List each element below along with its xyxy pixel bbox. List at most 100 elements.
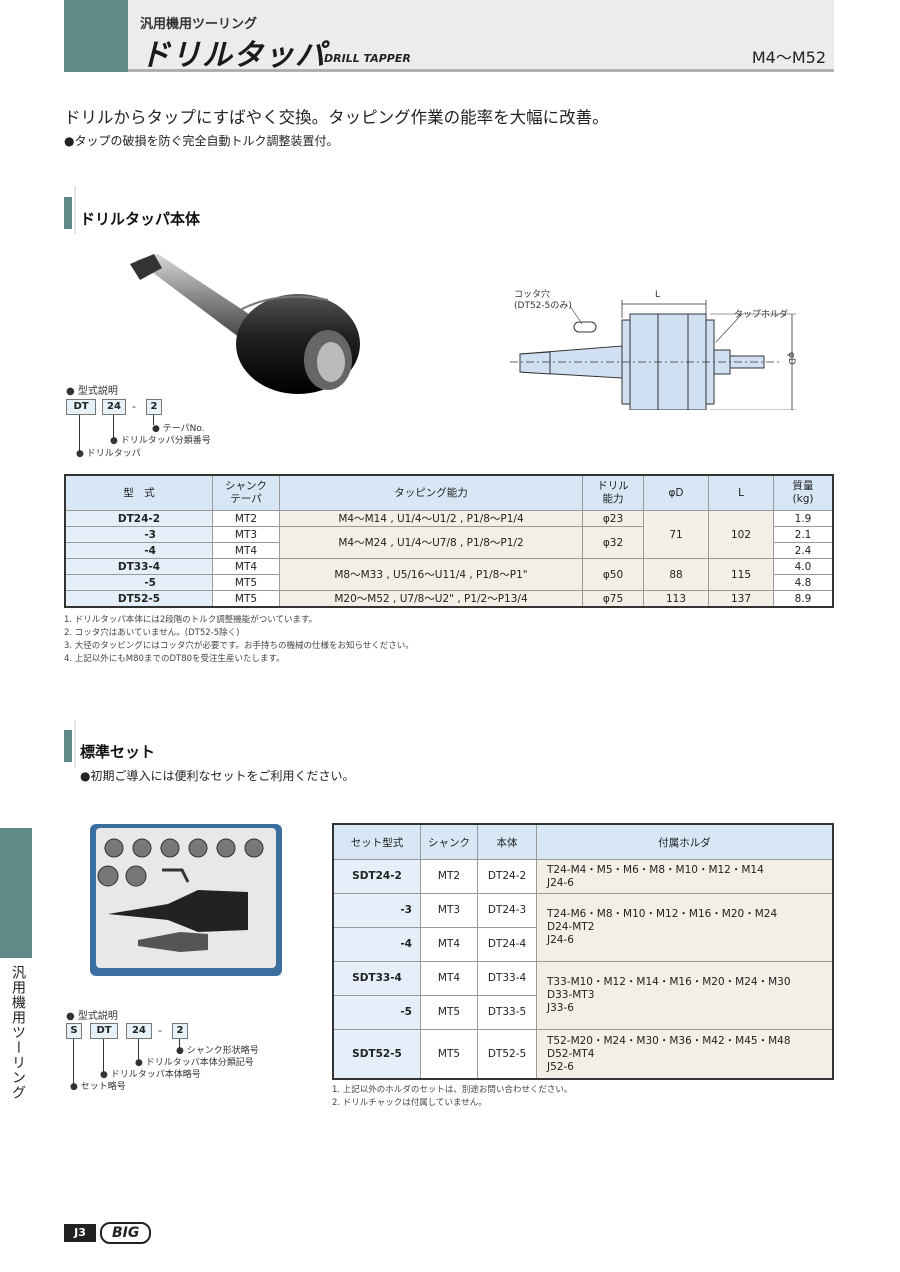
holder-cell: T24-M4・M5・M6・M8・M10・M12・M14 J24-6: [536, 859, 834, 894]
shank-cell: MT4: [420, 927, 478, 962]
mass-cell: 2.1: [773, 526, 834, 543]
section-title-set: 標準セット: [80, 743, 156, 761]
set-model-cell: SDT33-4: [332, 961, 421, 996]
code-part-2: 2: [172, 1023, 188, 1039]
code-part-dt: DT: [66, 399, 96, 415]
code-leader: [79, 415, 80, 453]
holder-cell: T33-M10・M12・M14・M16・M20・M24・M30 D33-MT3 …: [536, 961, 834, 1030]
section-subtitle: ●初期ご導入には便利なセットをご利用ください。: [80, 769, 355, 783]
body-cell: DT52-5: [477, 1029, 537, 1080]
side-tab: [0, 828, 32, 958]
section-title-body: ドリルタッパ本体: [80, 210, 201, 228]
code-part-s: S: [66, 1023, 82, 1039]
drill-cell: φ75: [582, 590, 644, 608]
code-part-24: 24: [126, 1023, 152, 1039]
shank-cell: MT4: [212, 558, 280, 575]
drill-cell: φ23: [582, 510, 644, 527]
code-leader: [103, 1039, 104, 1073]
code-label-taper: ● テーパNo.: [152, 424, 205, 434]
mass-cell: 4.0: [773, 558, 834, 575]
holder-cell: T24-M6・M8・M10・M12・M16・M20・M24 D24-MT2 J2…: [536, 893, 834, 962]
mass-cell: 2.4: [773, 542, 834, 559]
col-header: 本体: [477, 823, 537, 860]
table-row: -3 MT3 DT24-3 T24-M6・M8・M10・M12・M16・M20・…: [332, 893, 834, 962]
model-cell: -3: [64, 526, 213, 543]
code-dash: -: [158, 1024, 162, 1037]
diagram-L-label: L: [655, 290, 661, 300]
phiD-cell: 88: [643, 558, 709, 591]
tapping-cell: M20～M52 , U7/8～U2" , P1/2～P13/4: [279, 590, 583, 608]
shank-cell: MT5: [420, 1029, 478, 1080]
page-title: ドリルタッパ: [140, 38, 326, 73]
diagram-holder-label: タップホルダ: [734, 310, 789, 320]
drill-cell: φ50: [582, 558, 644, 591]
header-band: [64, 0, 834, 72]
code-leader: [73, 1039, 74, 1085]
shank-cell: MT3: [420, 893, 478, 928]
body-cell: DT33-4: [477, 961, 537, 996]
col-header: タッピング能力: [279, 474, 583, 511]
body-cell: DT24-3: [477, 893, 537, 928]
brand-logo: BIG: [100, 1222, 152, 1244]
tapping-cell: M4～M24 , U1/4～U7/8 , P1/8～P1/2: [279, 526, 583, 559]
category-label: 汎用機用ツーリング: [140, 17, 258, 32]
note: 3. 大径のタッピングにはコッタ穴が必要です。お手持ちの機械の仕様をお知らせくだ…: [64, 641, 414, 651]
col-header: L: [708, 474, 774, 511]
note: 2. ドリルチャックは付属していません。: [332, 1098, 487, 1108]
model-cell: DT52-5: [64, 590, 213, 608]
size-range: M4～M52: [751, 48, 826, 67]
mass-cell: 4.8: [773, 574, 834, 591]
L-cell: 137: [708, 590, 774, 608]
col-header: 質量 (kg): [773, 474, 834, 511]
code-leader: [179, 1039, 180, 1049]
model-cell: DT33-4: [64, 558, 213, 575]
code-leader: [138, 1039, 139, 1061]
table-header-row: 型 式 シャンク テーパ タッピング能力 ドリル 能力 φD L 質量 (kg): [64, 474, 834, 511]
table-row: SDT52-5 MT5 DT52-5 T52-M20・M24・M30・M36・M…: [332, 1029, 834, 1080]
code-label-set: ● セット略号: [70, 1082, 126, 1092]
diagram-cotter-note: (DT52-5のみ): [514, 301, 572, 311]
mass-cell: 8.9: [773, 590, 834, 608]
table-row: DT24-2 MT2 M4～M14 , U1/4～U1/2 , P1/8～P1/…: [64, 510, 834, 559]
feature-text: ●タップの破損を防ぐ完全自動トルク調整装置付。: [64, 134, 339, 148]
code-label-shank: ● シャンク形状略号: [176, 1046, 259, 1056]
standard-set-photo: [90, 824, 282, 976]
side-label: 汎用機用ツーリング: [10, 965, 26, 1100]
drill-tapper-photo: [130, 254, 360, 394]
table-row: DT52-5 MT5 M20～M52 , U7/8～U2" , P1/2～P13…: [64, 590, 834, 608]
code-explanation-title: ● 型式説明: [66, 386, 118, 397]
phiD-cell: 113: [643, 590, 709, 608]
lead-text: ドリルからタップにすばやく交換。タッピング作業の能率を大幅に改善。: [64, 108, 609, 127]
col-header: シャンク: [420, 823, 478, 860]
note: 4. 上記以外にもM80までのDT80を受注生産いたします。: [64, 654, 285, 664]
model-cell: -4: [64, 542, 213, 559]
note: 1. 上記以外のホルダのセットは、別途お問い合わせください。: [332, 1085, 573, 1095]
shank-cell: MT5: [212, 590, 280, 608]
code-label-body: ● ドリルタッパ: [76, 449, 141, 459]
holder-cell: T52-M20・M24・M30・M36・M42・M45・M48 D52-MT4 …: [536, 1029, 834, 1080]
L-cell: 102: [708, 510, 774, 559]
set-table: セット型式 シャンク 本体 付属ホルダ SDT24-2 MT2 DT24-2 T…: [332, 823, 834, 1080]
table-row: -4 MT4 2.4: [64, 542, 834, 559]
section-marker: [64, 197, 72, 229]
tapping-cell: M4～M14 , U1/4～U1/2 , P1/8～P1/4: [279, 510, 583, 527]
code-label-class: ● ドリルタッパ分類番号: [110, 436, 211, 446]
col-header: ドリル 能力: [582, 474, 644, 511]
table-header-row: セット型式 シャンク 本体 付属ホルダ: [332, 823, 834, 860]
shank-cell: MT5: [420, 995, 478, 1030]
table-row: -3 MT3 M4～M24 , U1/4～U7/8 , P1/8～P1/2 φ3…: [64, 526, 834, 559]
code-explanation-title: ● 型式説明: [66, 1011, 118, 1022]
set-model-cell: SDT24-2: [332, 859, 421, 894]
code-label-class: ● ドリルタッパ本体分類記号: [135, 1058, 254, 1068]
section-divider: [74, 720, 76, 768]
set-model-cell: -5: [332, 995, 421, 1030]
set-model-cell: SDT52-5: [332, 1029, 421, 1080]
shank-cell: MT2: [212, 510, 280, 527]
mass-cell: 1.9: [773, 510, 834, 527]
phiD-cell: 71: [643, 510, 709, 559]
shank-cell: MT3: [212, 526, 280, 543]
body-cell: DT24-4: [477, 927, 537, 962]
set-model-cell: -3: [332, 893, 421, 928]
diagram-cotter-label: コッタ穴: [514, 290, 551, 300]
code-part-dt: DT: [90, 1023, 118, 1039]
